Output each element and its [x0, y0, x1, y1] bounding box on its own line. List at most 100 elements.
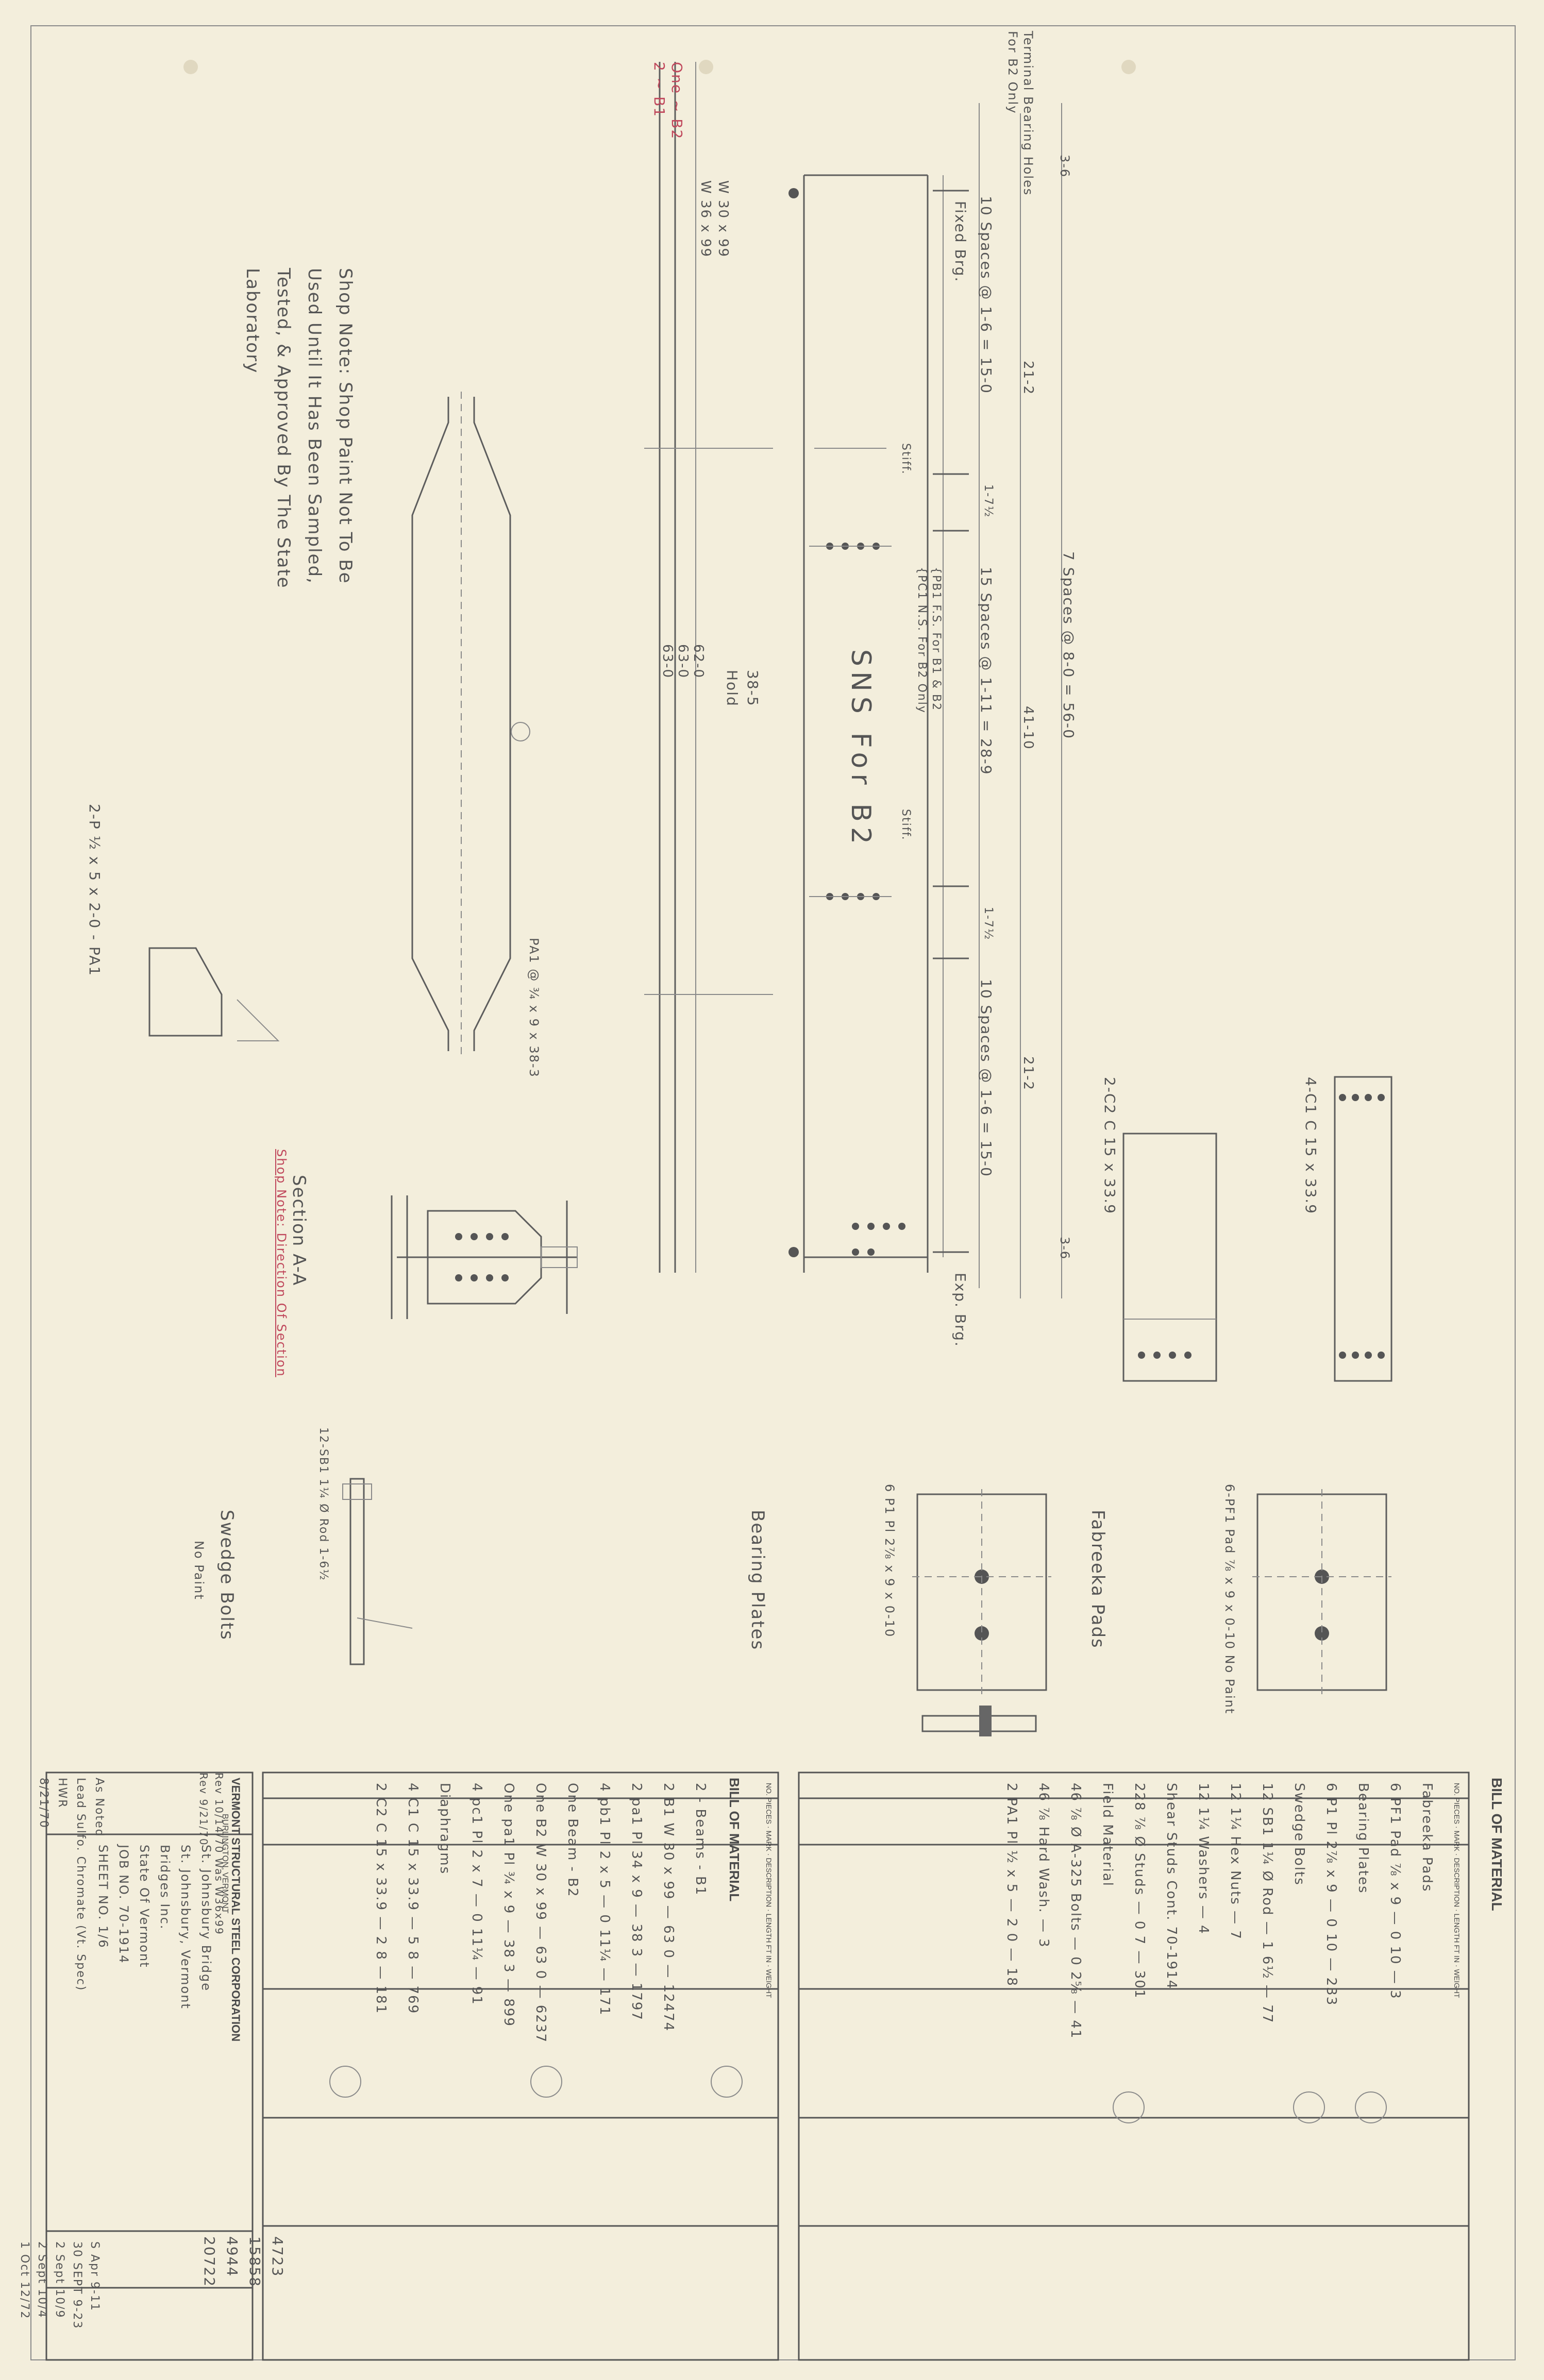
bom-left-title: BILL OF MATERIAL	[727, 1778, 742, 1902]
shop-note-line: Used Until It Has Been Sampled,	[304, 268, 325, 584]
spacing-label: 7 Spaces @ 8-0 = 56-0	[1060, 551, 1077, 739]
bom-length: 2 8	[373, 1936, 389, 1961]
bom-desc: Pl 2 x 7	[469, 1830, 484, 1888]
shear-stud-group	[933, 190, 969, 1253]
fabreeka-pad-drawing	[1252, 1489, 1391, 1695]
bom-row: Shear Studs Cont. 70-1914	[1155, 1783, 1187, 2039]
print-record-line: 1 Oct 12/72	[18, 2241, 31, 2320]
section-note: Shop Note: Direction Of Section	[274, 1149, 289, 1377]
plate-note-line: {PC1 N.S. For B2 Only	[915, 567, 928, 714]
bearing-plate-drawing	[912, 1489, 1051, 1736]
bom-total: 4944	[224, 2236, 241, 2277]
bom-row: 2 B1 W 30 x 99 — 63 0 — 12474	[661, 1783, 676, 2032]
bom-mark: SB1	[1260, 1807, 1275, 1837]
dimension-label: 21-2	[1020, 1056, 1036, 1091]
qty-circle	[1293, 2091, 1325, 2123]
bom-header: MARK	[765, 1830, 773, 1852]
bom-desc: One Beam - B2	[565, 1783, 580, 1898]
bom-qty: 12	[1260, 1783, 1275, 1802]
qty-circle	[1355, 2091, 1387, 2123]
bom-right-title: BILL OF MATERIAL	[1489, 1778, 1505, 1911]
revision-line: Rev 9/21/70	[197, 1773, 210, 1846]
bom-qty: 6	[1323, 1783, 1339, 1793]
bom-length: 0 2⅝	[1068, 1956, 1083, 1995]
bom-qty: 2	[373, 1783, 389, 1793]
bom-row: 12 1¼ Hex Nuts — 7	[1228, 1783, 1243, 1940]
bom-desc: W 30 x 99	[661, 1822, 676, 1900]
bom-desc: Pl ½ x 5	[1004, 1831, 1019, 1894]
bom-row: 2 pa1 Pl 34 x 9 — 38 3 — 1797	[629, 1783, 644, 2021]
section-aa-drawing	[391, 1195, 578, 1319]
qty-circle	[329, 2066, 361, 2098]
bom-desc: Shear Studs Cont. 70-1914	[1164, 1783, 1179, 1990]
dimension-label: 3-6	[1058, 1237, 1072, 1260]
bom-desc: Pl 34 x 9	[629, 1831, 644, 1899]
stiffener-label: Stiff.	[899, 443, 912, 475]
bom-qty: 6	[1387, 1783, 1403, 1793]
bom-desc: ⅞ Ø Studs	[1132, 1816, 1147, 1896]
dimension-label: 1-7½	[982, 907, 995, 941]
bom-weight: 4	[1196, 1925, 1211, 1935]
bom-desc: Pad ⅞ x 9	[1387, 1830, 1403, 1906]
diaphragm-c1-drawing	[1334, 1076, 1392, 1382]
diaphragm-label: 2-C2 C 15 x 33.9	[1101, 1077, 1118, 1214]
cover-plate-outline	[411, 397, 449, 1051]
bom-mark: 4 pc1	[469, 1783, 484, 1826]
job-number: JOB NO. 70-1914	[116, 1845, 131, 1964]
bom-left-rows: 2 - Beams - B1 2 B1 W 30 x 99 — 63 0 — 1…	[365, 1783, 716, 2043]
bom-desc: 2 - Beams - B1	[693, 1783, 708, 1896]
bom-left-totals: 4723 15858 4944 20722	[198, 2236, 289, 2287]
bom-weight: 6237	[533, 2004, 548, 2044]
location-field: St. Johnsbury, Vermont	[178, 1845, 193, 2010]
bom-header: DESCRIPTION	[765, 1858, 773, 1908]
bom-header: NO. PIECES	[1453, 1783, 1461, 1825]
bom-row: One Beam - B2	[557, 1783, 589, 2043]
print-record-line: 2 Sept 10/4	[36, 2241, 48, 2319]
bom-desc: Bearing Plates	[1355, 1783, 1371, 1894]
bom-length: 1 6½	[1260, 1941, 1275, 1980]
title-block-meta: As Noted Lead Sulfo. Chromate (Vt. Spec)…	[34, 1778, 108, 1991]
bom-length: 0 10	[1323, 1918, 1339, 1953]
bom-weight: 18	[1004, 1967, 1019, 1987]
dimension-label: 1-7½	[982, 484, 995, 518]
customer-field: Bridges Inc.	[158, 1845, 172, 1930]
weld-symbol	[511, 722, 530, 741]
bom-weight: 233	[1323, 1977, 1339, 2006]
spacing-label: 15 Spaces @ 1-11 = 28-9	[978, 567, 995, 775]
bom-row: 46 ⅞ Hard Wash. — 3	[1036, 1783, 1051, 1948]
notes-field: As Noted	[93, 1778, 106, 1837]
dimension-label: 3-6	[1058, 155, 1072, 178]
camber-value: 62-0	[691, 644, 706, 679]
bom-desc: Fabreeka Pads	[1419, 1783, 1435, 1893]
bom-right-rows: Fabreeka Pads 6 PF1 Pad ⅞ x 9 — 0 10 — 3…	[996, 1783, 1443, 2039]
sns-note: SNS For B2	[845, 649, 876, 849]
punch-hole	[1121, 60, 1136, 74]
bom-mark: One B2	[533, 1783, 548, 1838]
bom-row: Swedge Bolts	[1283, 1783, 1315, 2039]
bom-row: 4 pc1 Pl 2 x 7 — 0 11¼ — 91	[469, 1783, 484, 2005]
bom-header: DESCRIPTION	[1453, 1858, 1461, 1908]
bom-desc: C 15 x 33.9	[405, 1822, 421, 1912]
bom-total: 15858	[246, 2236, 263, 2288]
bom-weight: 769	[405, 1985, 421, 2015]
bom-weight: 171	[597, 1987, 612, 2016]
diaphragm-c2-drawing	[1122, 1133, 1217, 1382]
bom-row: 2 C2 C 15 x 33.9 — 2 8 — 181	[373, 1783, 389, 2015]
drawn-date: 8/21/70	[37, 1778, 50, 1829]
beam-id-labels: One ~ B2 2 ~ B1	[650, 62, 685, 140]
camber-hold: 38-5 Hold	[721, 670, 763, 707]
no-paint-label: No Paint	[192, 1541, 206, 1600]
bom-length: 63 0	[661, 1925, 676, 1959]
bom-mark: B1	[661, 1797, 676, 1818]
bevel-symbol	[237, 999, 280, 1041]
swedge-bolt-desc: 12-SB1 1¼ Ø Rod 1-6½	[317, 1427, 330, 1581]
bom-header: LENGTH FT IN	[1453, 1913, 1461, 1963]
bom-weight: 41	[1068, 2020, 1083, 2039]
bom-left-grid	[262, 1771, 779, 2361]
bom-length: 5 8	[405, 1936, 421, 1961]
bom-right-headers: NO. PIECES · MARK · DESCRIPTION · LENGTH…	[1453, 1783, 1461, 1998]
terminal-bearing-note: Terminal Bearing Holes For B2 Only	[1005, 31, 1035, 196]
fixed-bearing-label: Fixed Brg.	[952, 201, 969, 283]
bom-length: 0 7	[1132, 1920, 1147, 1946]
